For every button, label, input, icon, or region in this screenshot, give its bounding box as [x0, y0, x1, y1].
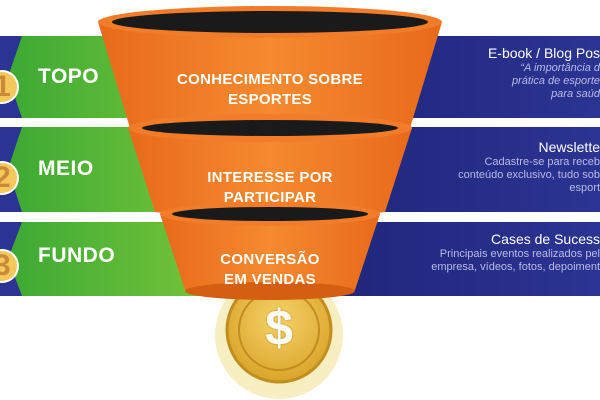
right-title-meio: Newslette: [538, 139, 600, 155]
desc-line: prática de esporte: [511, 75, 600, 87]
desc-line: “A importância d: [520, 62, 600, 74]
number-badge-fundo: [0, 249, 19, 283]
desc-line: empresa, vídeos, fotos, depoiment: [431, 261, 600, 273]
dollar-icon: $: [265, 300, 293, 356]
funnel-segment-meio: [128, 114, 412, 220]
right-info-topo: E-book / Blog Pos “A importância d práti…: [488, 44, 600, 101]
funnel-line: EM VENDAS: [224, 271, 316, 288]
funnel-text-fundo: CONVERSÃO EM VENDAS: [150, 250, 390, 290]
right-info-fundo: Cases de Sucess Principais eventos reali…: [431, 230, 600, 274]
funnel-line: CONVERSÃO: [220, 251, 320, 268]
funnel-line: INTERESSE POR: [207, 169, 333, 186]
band-navy-fundo: [300, 222, 600, 296]
funnel-line: PARTICIPAR: [223, 189, 317, 206]
stage-label-meio: MEIO: [38, 157, 94, 180]
stage-number-topo: 1: [0, 70, 11, 103]
stage-label-fundo: FUNDO: [38, 244, 116, 267]
right-title-fundo: Cases de Sucess: [491, 231, 600, 247]
number-badge-meio: [0, 161, 19, 195]
right-desc-meio: Cadastre-se para receb conteúdo exclusiv…: [458, 156, 600, 195]
number-badge-topo: [0, 70, 19, 104]
desc-line: Cadastre-se para receb: [484, 156, 600, 168]
funnel-segment-topo: [98, 6, 442, 138]
desc-line: Principais eventos realizados pel: [439, 248, 600, 260]
right-title-topo: E-book / Blog Pos: [487, 45, 600, 61]
right-desc-fundo: Principais eventos realizados pel empres…: [431, 248, 600, 274]
funnel-line: ESPORTES: [227, 91, 313, 108]
right-info-meio: Newslette Cadastre-se para receb conteúd…: [458, 138, 600, 195]
stage-number-fundo: 3: [0, 249, 11, 282]
desc-line: para saúd: [551, 88, 600, 100]
funnel-segment-fundo: [160, 202, 380, 300]
stage-label-topo: TOPO: [38, 65, 100, 88]
funnel-text-meio: INTERESSE POR PARTICIPAR: [150, 168, 390, 208]
funnel-line: CONHECIMENTO SOBRE: [177, 71, 363, 88]
coin: [215, 271, 343, 399]
funnel-text-topo: CONHECIMENTO SOBRE ESPORTES: [150, 70, 390, 110]
right-desc-topo: “A importância d prática de esporte para…: [488, 62, 600, 101]
desc-line: esport: [569, 182, 600, 194]
desc-line: conteúdo exclusivo, tudo sob: [458, 169, 600, 181]
stage-number-meio: 2: [0, 161, 11, 194]
